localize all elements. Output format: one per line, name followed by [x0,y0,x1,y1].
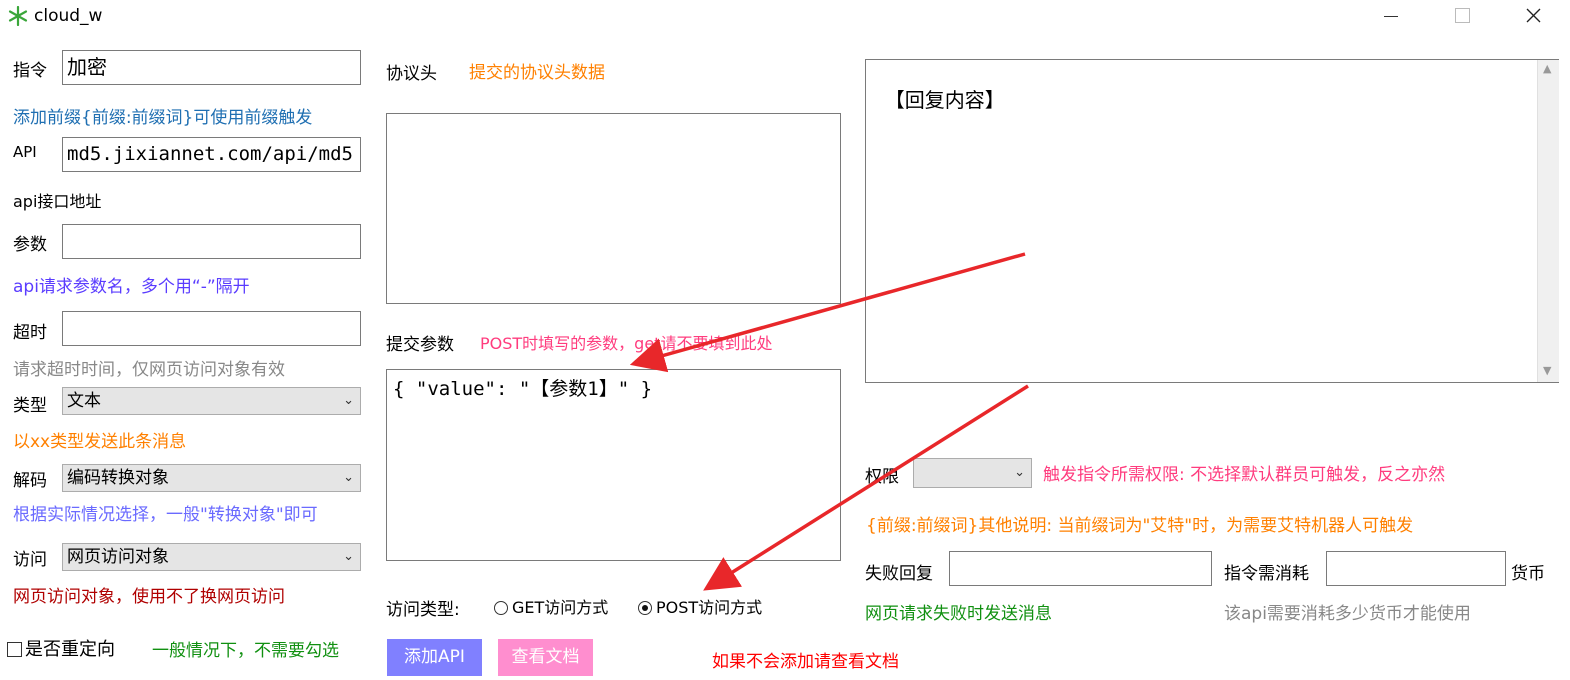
method-label: 访问类型: [386,600,460,620]
minimize-button[interactable] [1384,16,1398,17]
doc-hint: 如果不会添加请查看文档 [712,652,899,672]
fail-reply-hint: 网页请求失败时发送消息 [865,604,1052,624]
redirect-label: 是否重定向 [25,639,115,660]
method-post-label: POST访问方式 [656,598,763,617]
close-icon[interactable] [1526,8,1541,23]
permission-label: 权限 [865,467,899,487]
submit-label: 提交参数 [386,335,454,355]
decode-hint: 根据实际情况选择，一般"转换对象"即可 [13,505,318,525]
chevron-down-icon: ⌄ [343,549,354,564]
access-hint: 网页访问对象，使用不了换网页访问 [13,587,285,607]
type-label: 类型 [13,396,47,416]
maximize-button[interactable] [1455,8,1470,23]
decode-select-value: 编码转换对象 [67,468,169,488]
redirect-checkbox[interactable]: 是否重定向 [7,635,115,661]
access-select-value: 网页访问对象 [67,547,169,567]
command-label: 指令 [13,61,47,81]
submit-textarea[interactable]: { "value": "【参数1】" } [386,369,841,561]
params-label: 参数 [13,235,47,255]
reply-scrollbar[interactable]: ▲ ▼ [1537,60,1559,382]
permission-hint: 触发指令所需权限: 不选择默认群员可触发，反之亦然 [1043,465,1446,485]
decode-select[interactable]: 编码转换对象 ⌄ [62,464,361,492]
header-label: 协议头 [386,64,437,84]
command-input[interactable]: 加密 [62,50,361,85]
app-snowflake-icon [8,6,28,26]
submit-hint: POST时填写的参数，get请不要填到此处 [480,334,773,353]
cost-hint: 该api需要消耗多少货币才能使用 [1224,604,1471,624]
api-label: API [13,143,37,161]
timeout-hint: 请求超时时间，仅网页访问对象有效 [13,360,285,380]
reply-textarea[interactable]: 【回复内容】 [865,59,1559,383]
api-input[interactable]: md5.jixiannet.com/api/md5 [62,137,361,172]
cost-input[interactable] [1326,551,1506,586]
reply-value: 【回复内容】 [884,88,1005,112]
method-post-radio[interactable]: POST访问方式 [638,594,762,618]
decode-label: 解码 [13,471,47,491]
command-hint: 添加前缀{前缀:前缀词}可使用前缀触发 [13,108,313,128]
scroll-down-icon[interactable]: ▼ [1543,364,1552,377]
title-bar: cloud_w [0,0,1570,32]
view-doc-button[interactable]: 查看文档 [498,639,593,676]
radio-icon[interactable] [494,601,508,615]
type-select[interactable]: 文本 ⌄ [62,387,361,415]
cost-label: 指令需消耗 [1224,564,1309,584]
cost-unit: 货币 [1511,564,1545,584]
header-textarea[interactable] [386,113,841,304]
fail-reply-input[interactable] [949,551,1212,586]
add-api-button[interactable]: 添加API [387,639,482,676]
chevron-down-icon: ⌄ [343,470,354,485]
prefix-hint: {前缀:前缀词}其他说明: 当前缀词为"艾特"时，为需要艾特机器人可触发 [866,516,1414,536]
api-hint: api接口地址 [13,192,102,211]
chevron-down-icon: ⌄ [343,393,354,408]
checkbox-icon[interactable] [7,642,22,657]
scroll-up-icon[interactable]: ▲ [1543,62,1552,75]
method-get-radio[interactable]: GET访问方式 [494,594,608,618]
access-select[interactable]: 网页访问对象 ⌄ [62,543,361,571]
access-label: 访问 [13,550,47,570]
chevron-down-icon: ⌄ [1014,465,1025,480]
fail-reply-label: 失败回复 [865,564,933,584]
params-hint: api请求参数名，多个用“-”隔开 [13,277,250,297]
timeout-input[interactable] [62,311,361,346]
header-hint: 提交的协议头数据 [469,63,605,83]
method-get-label: GET访问方式 [512,598,609,617]
type-select-value: 文本 [67,391,101,411]
radio-selected-icon[interactable] [638,601,652,615]
type-hint: 以xx类型发送此条消息 [13,432,187,452]
redirect-hint: 一般情况下，不需要勾选 [152,641,339,661]
params-input[interactable] [62,224,361,259]
permission-select[interactable]: ⌄ [913,458,1032,488]
window-title: cloud_w [34,6,103,26]
timeout-label: 超时 [13,323,47,343]
